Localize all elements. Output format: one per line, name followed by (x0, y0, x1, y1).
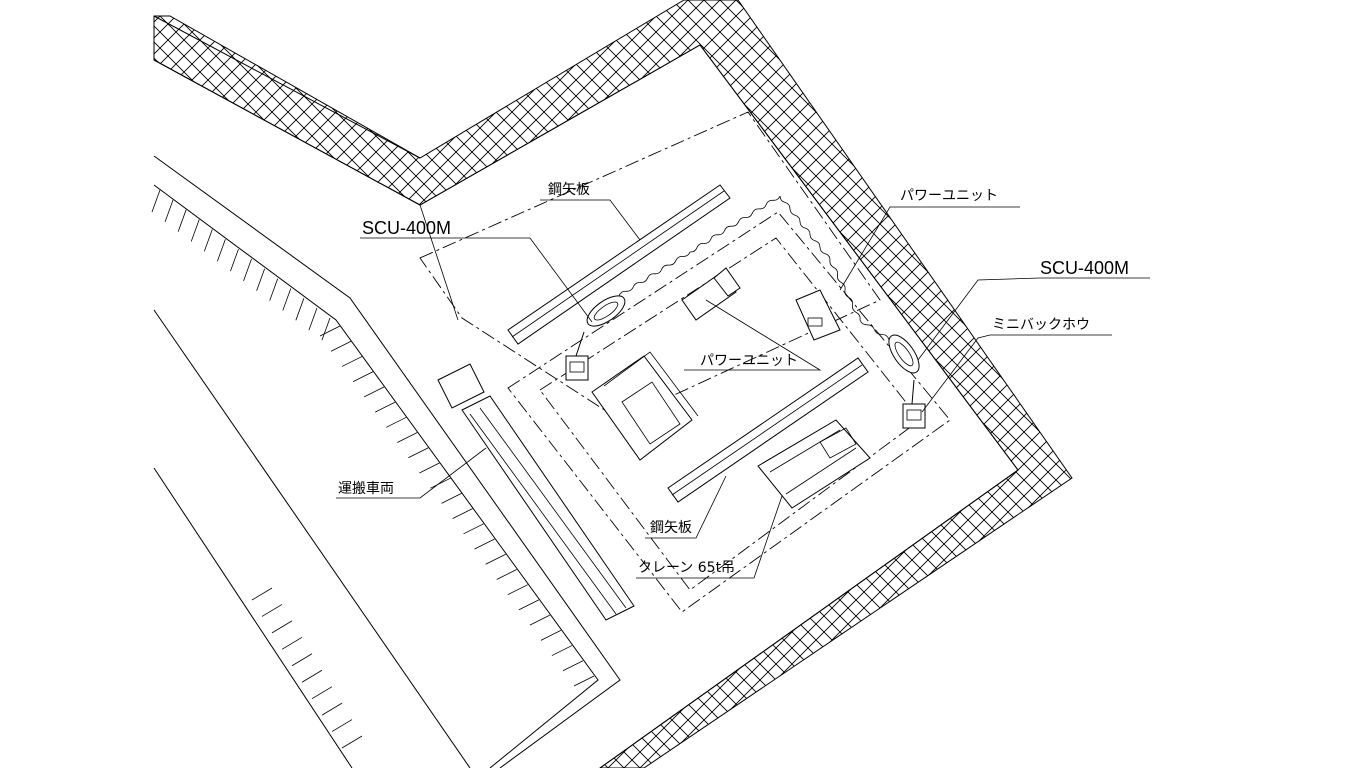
parking-stall-line (282, 288, 292, 311)
parking-stall-line (419, 462, 440, 474)
steel-sheet-pile-top (507, 184, 731, 345)
crane-65t (757, 419, 871, 509)
parking-stall-line (261, 604, 283, 617)
label-scu-400m-left: SCU-400M (362, 218, 451, 238)
label-steel-sheet-bottom: 鋼矢板 (650, 520, 692, 536)
parking-stall-line (341, 735, 363, 749)
parking-stall-line (397, 432, 418, 443)
parking-stall-line (203, 229, 213, 252)
parking-lines (151, 189, 595, 749)
parking-stall-line (271, 620, 293, 634)
dashed-zones (419, 111, 951, 613)
parking-stall-line (177, 209, 187, 232)
parking-stall-line (452, 508, 473, 519)
parking-stall-line (375, 401, 396, 413)
parking-stall-line (363, 386, 385, 398)
parking-stall-line (321, 317, 331, 341)
parking-stall-line (190, 219, 200, 242)
label-power-unit-right: パワーユニット (900, 188, 998, 204)
hydraulic-hose (611, 195, 897, 345)
parking-stall-line (573, 675, 595, 687)
parking-stall-line (291, 653, 313, 667)
label-scu-400m-right: SCU-400M (1040, 258, 1129, 278)
parking-stall-line (408, 447, 429, 459)
steel-sheet-pile-bottom (667, 357, 869, 503)
scu-400m-right-unit (888, 334, 920, 374)
power-unit-center (681, 267, 741, 321)
parking-stall-line (217, 239, 226, 262)
crawler-machine (591, 351, 699, 461)
parking-stall-line (311, 686, 333, 700)
label-steel-sheet-top: 鋼矢板 (548, 182, 590, 198)
parking-stall-line (562, 660, 584, 672)
parking-stall-line (474, 538, 495, 550)
parking-stall-line (164, 199, 174, 222)
parking-stall-line (295, 298, 305, 321)
road-parking (151, 155, 621, 768)
label-power-unit-center: パワーユニット (700, 353, 798, 369)
label-transport-vehicle: 運搬車両 (338, 480, 394, 497)
transport-vehicle (437, 363, 635, 621)
work-area-boundary (419, 44, 1019, 768)
parking-stall-line (321, 702, 343, 716)
parking-stall-line (430, 477, 451, 489)
parking-stall-line (518, 599, 539, 611)
parking-stall-line (540, 629, 562, 641)
parking-stall-line (151, 189, 161, 213)
parking-stall-line (243, 258, 252, 282)
parking-stall-line (341, 356, 363, 367)
parking-stall-line (251, 587, 273, 601)
parking-stall-line (301, 669, 323, 683)
parking-stall-line (551, 645, 573, 656)
parking-stall-line (496, 569, 517, 580)
mini-backhoe-left (565, 331, 589, 381)
parking-stall-line (386, 416, 407, 428)
parking-stall-line (507, 584, 528, 596)
parking-stall-line (441, 493, 462, 504)
parking-stall-line (308, 308, 318, 331)
parking-stall-line (463, 523, 484, 535)
parking-stall-line (269, 278, 279, 301)
parking-stall-line (256, 268, 265, 291)
parking-stall-line (331, 719, 353, 732)
parking-stall-line (485, 553, 506, 565)
mini-backhoe-right (902, 379, 926, 429)
label-crane: クレーン 65t吊 (638, 560, 735, 576)
scu-400m-left-unit (586, 295, 626, 327)
parking-stall-line (319, 325, 341, 337)
parking-stall-line (281, 636, 303, 650)
power-unit-right (795, 289, 841, 341)
label-mini-backhoe: ミニバックホウ (992, 317, 1090, 333)
leader-lines (336, 199, 1150, 579)
parking-stall-line (230, 248, 239, 272)
parking-stall-line (529, 614, 551, 626)
parking-stall-line (352, 371, 374, 383)
parking-stall-line (330, 340, 352, 352)
